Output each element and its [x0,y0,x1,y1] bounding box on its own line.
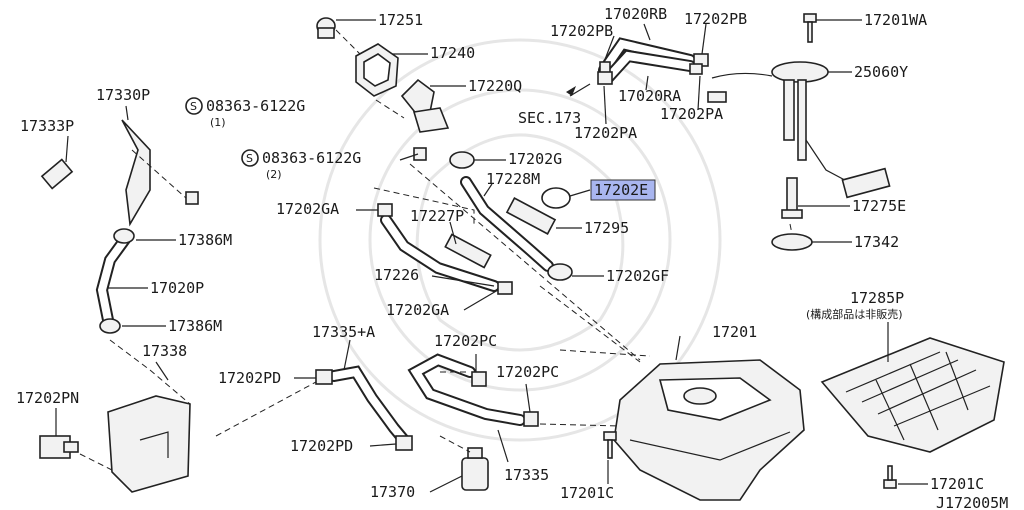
hose-17335-part[interactable] [407,353,526,426]
callout-17226[interactable]: 17226 [374,266,419,284]
callout-17020p[interactable]: 17020P [150,279,204,297]
callout-17370[interactable]: 17370 [370,483,415,501]
clip-17202pa[interactable] [597,63,703,85]
filler-neck-part[interactable] [400,78,450,133]
float-stem-part[interactable] [781,177,803,219]
clip-17202ga-a-part[interactable] [377,203,393,217]
callout-17251[interactable]: 17251 [378,11,423,29]
screw-08363-1-part[interactable] [185,191,199,205]
hose-17226-part[interactable] [380,214,500,292]
fuel-cap-part[interactable] [316,17,336,39]
callout-17202pn[interactable]: 17202PN [16,389,79,407]
callout-17335[interactable]: 17335 [504,466,549,484]
screw-08363-2-part[interactable] [413,147,427,161]
callout-17295[interactable]: 17295 [584,219,629,237]
highlight-17202e [590,179,656,201]
callout-17202pc-b[interactable]: 17202PC [496,363,559,381]
callout-17227p[interactable]: 17227P [410,207,464,225]
svg-text:S: S [190,100,197,113]
clip-17202pc-a-part[interactable] [471,371,487,387]
callout-17201c-a[interactable]: 17201C [560,484,614,502]
callout-17228m[interactable]: 17228M [486,170,540,188]
screw-marker-2: S [241,149,259,167]
protector-17227p-part[interactable] [444,233,492,269]
filler-gasket-part[interactable] [355,43,399,97]
callout-17201c-b[interactable]: 17201C [930,475,984,493]
callout-17202e[interactable]: 17202E [594,181,648,199]
hose-17335a-part[interactable] [328,365,410,446]
clip-17202ga-b-part[interactable] [497,281,513,295]
bolt-17201wa-part[interactable] [803,13,817,43]
callout-17202pa-a[interactable]: 17202PA [574,124,637,142]
guide-lines [79,29,793,471]
callout-08363-1[interactable]: 08363-6122G [206,97,305,115]
callout-17335a[interactable]: 17335+A [312,323,375,341]
filter-17370-part[interactable] [461,447,489,491]
callout-17202pa-b[interactable]: 17202PA [660,105,723,123]
leader-lines [55,19,928,493]
callout-17333p[interactable]: 17333P [20,117,74,135]
watermark [318,38,722,442]
callout-labels: 17251 17240 17220Q 17020RB 17202PB 17202… [16,5,1008,510]
clip-17202g-part[interactable] [449,151,475,169]
callout-17202gf[interactable]: 17202GF [606,267,669,285]
callout-17386m-b[interactable]: 17386M [168,317,222,335]
callout-sec173[interactable]: SEC.173 [518,109,581,127]
clip-17202gf-part[interactable] [547,263,573,281]
callout-17202ga-b[interactable]: 17202GA [386,301,449,319]
callout-17342[interactable]: 17342 [854,233,899,251]
callout-17201[interactable]: 17201 [712,323,757,341]
vent-pipe-ra[interactable] [602,49,696,84]
bolt-17201c-b-part[interactable] [883,465,897,489]
screw-marker-1: S [185,97,203,115]
callout-08363-1-qty: (1) [210,116,226,129]
clip-17202pd-b-part[interactable] [395,435,413,451]
callout-17220q[interactable]: 17220Q [468,77,522,95]
callout-17330p[interactable]: 17330P [96,86,150,104]
callout-17202pb-a[interactable]: 17202PB [550,22,613,40]
callout-08363-2[interactable]: 08363-6122G [262,149,361,167]
callout-17386m-a[interactable]: 17386M [178,231,232,249]
callout-17285p[interactable]: 17285P [850,289,904,307]
filler-hose-17228m-part[interactable] [460,176,554,272]
fuel-tank-17201-part[interactable] [613,359,805,501]
callout-17285p-note: (構成部品は非販売) [806,307,903,321]
callout-17202pd-b[interactable]: 17202PD [290,437,353,455]
packing-17342-part[interactable] [771,233,813,251]
callout-08363-2-qty: (2) [266,168,282,181]
callout-17202g[interactable]: 17202G [508,150,562,168]
connector-17333p-part[interactable] [40,158,74,190]
protector-plate-17285p-part[interactable] [820,337,1005,453]
bolt-17201c-a-part[interactable] [603,431,617,459]
diagram-code: J172005M [936,494,1008,510]
callout-17202pc-a[interactable]: 17202PC [434,332,497,350]
callout-17201wa[interactable]: 17201WA [864,11,927,29]
hose-17295-part[interactable] [505,197,557,235]
clip-17386m-a-part[interactable] [113,228,135,244]
fuel-sender-unit-part[interactable] [707,61,891,199]
callout-17202pb-b[interactable]: 17202PB [684,10,747,28]
callout-25060y[interactable]: 25060Y [854,63,908,81]
clip-17202pc-b-part[interactable] [523,411,539,427]
bracket-17330p-part[interactable] [121,119,151,227]
callout-17020ra[interactable]: 17020RA [618,87,681,105]
clamp-17202e-part[interactable] [541,187,571,209]
svg-text:S: S [246,152,253,165]
callout-17020rb[interactable]: 17020RB [604,5,667,23]
callout-17202ga-a[interactable]: 17202GA [276,200,339,218]
callout-17202pd-a[interactable]: 17202PD [218,369,281,387]
hose-17020p-part[interactable] [95,232,132,326]
callout-17338[interactable]: 17338 [142,342,187,360]
callout-17275e[interactable]: 17275E [852,197,906,215]
callout-17240[interactable]: 17240 [430,44,475,62]
clip-17386m-b-part[interactable] [99,318,121,334]
canister-17338-part[interactable] [107,395,191,493]
valve-17202pn-part[interactable] [39,435,79,459]
clip-17202pd-a-part[interactable] [315,369,333,385]
